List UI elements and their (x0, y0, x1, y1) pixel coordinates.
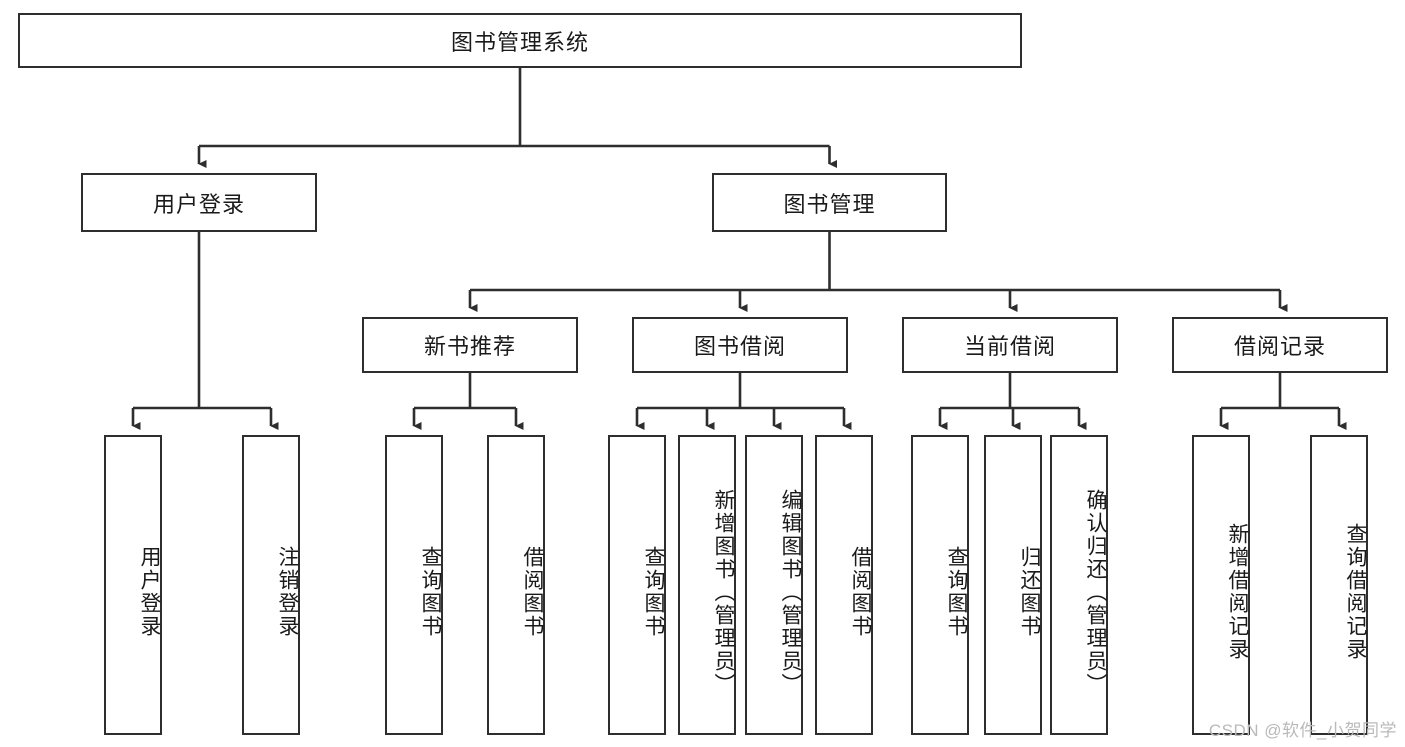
node-label: 图书借阅 (693, 334, 786, 359)
node-label: 图书管理 (783, 191, 876, 217)
node-label: 借阅图书 (521, 546, 544, 638)
leaf-borrow-book[interactable]: 借阅图书 (815, 435, 873, 735)
node-label: 注销登录 (276, 546, 299, 638)
leaf-confirm-return[interactable]: 确认归还（管理员） (1050, 435, 1108, 735)
node-current-borrow[interactable]: 当前借阅 (902, 317, 1118, 373)
node-borrow-record[interactable]: 借阅记录 (1172, 317, 1388, 373)
node-label: 新增借阅记录 (1226, 523, 1249, 661)
node-label: 查询图书 (945, 546, 968, 638)
node-label: 查询借阅记录 (1344, 523, 1367, 661)
node-label: 用户登录 (152, 191, 245, 217)
leaf-logout[interactable]: 注销登录 (242, 435, 300, 735)
node-book-manage[interactable]: 图书管理 (712, 173, 947, 232)
node-label: 归还图书 (1018, 546, 1041, 638)
node-new-book-recommend[interactable]: 新书推荐 (362, 317, 578, 373)
leaf-query-book-current[interactable]: 查询图书 (911, 435, 969, 735)
node-book-borrow[interactable]: 图书借阅 (632, 317, 848, 373)
leaf-borrow-book-recommend[interactable]: 借阅图书 (487, 435, 545, 735)
node-label: 借阅记录 (1233, 334, 1326, 359)
leaf-query-borrow-record[interactable]: 查询借阅记录 (1310, 435, 1368, 735)
leaf-query-book-recommend[interactable]: 查询图书 (385, 435, 443, 735)
node-root[interactable]: 图书管理系统 (18, 13, 1022, 68)
node-label: 借阅图书 (849, 546, 872, 638)
leaf-query-book-borrow[interactable]: 查询图书 (608, 435, 666, 735)
node-label: 编辑图书（管理员） (779, 488, 802, 696)
node-label: 当前借阅 (963, 334, 1056, 359)
leaf-add-book[interactable]: 新增图书（管理员） (678, 435, 736, 735)
node-label: 查询图书 (419, 546, 442, 638)
leaf-add-borrow-record[interactable]: 新增借阅记录 (1192, 435, 1250, 735)
node-label: 确认归还（管理员） (1084, 488, 1107, 696)
node-label: 图书管理系统 (450, 29, 589, 55)
node-label: 新书推荐 (423, 334, 516, 359)
node-label: 查询图书 (642, 546, 665, 638)
leaf-edit-book[interactable]: 编辑图书（管理员） (745, 435, 803, 735)
node-label: 用户登录 (138, 546, 161, 638)
node-user-login[interactable]: 用户登录 (81, 173, 317, 232)
watermark: CSDN @软件_小贺同学 (1208, 721, 1397, 740)
leaf-return-book[interactable]: 归还图书 (984, 435, 1042, 735)
node-label: 新增图书（管理员） (712, 488, 735, 696)
leaf-user-login[interactable]: 用户登录 (104, 435, 162, 735)
